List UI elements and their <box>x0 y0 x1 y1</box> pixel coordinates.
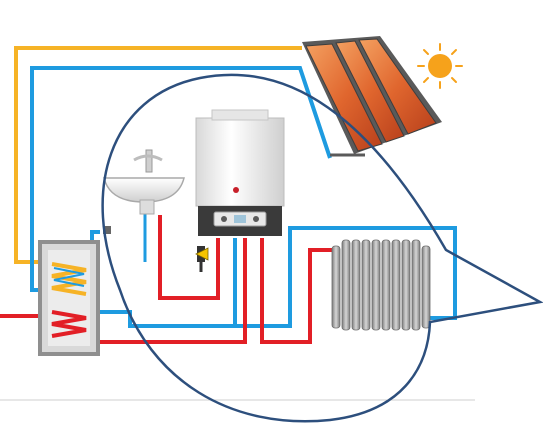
solar-panel-icon <box>302 36 442 157</box>
water-tank-icon <box>38 240 100 356</box>
solar-return-pipe <box>30 66 332 292</box>
solar-supply-pipe <box>14 46 302 264</box>
sink-icon <box>103 149 185 234</box>
callout-outline <box>101 73 543 423</box>
valve-icon <box>195 246 209 272</box>
sun-icon <box>417 43 463 89</box>
hot-water-to-sink <box>158 215 220 300</box>
heating-flow-pipe <box>260 238 335 344</box>
boiler-icon <box>195 109 285 236</box>
radiator-icon <box>331 239 431 331</box>
hot-water-from-tank <box>100 238 247 344</box>
